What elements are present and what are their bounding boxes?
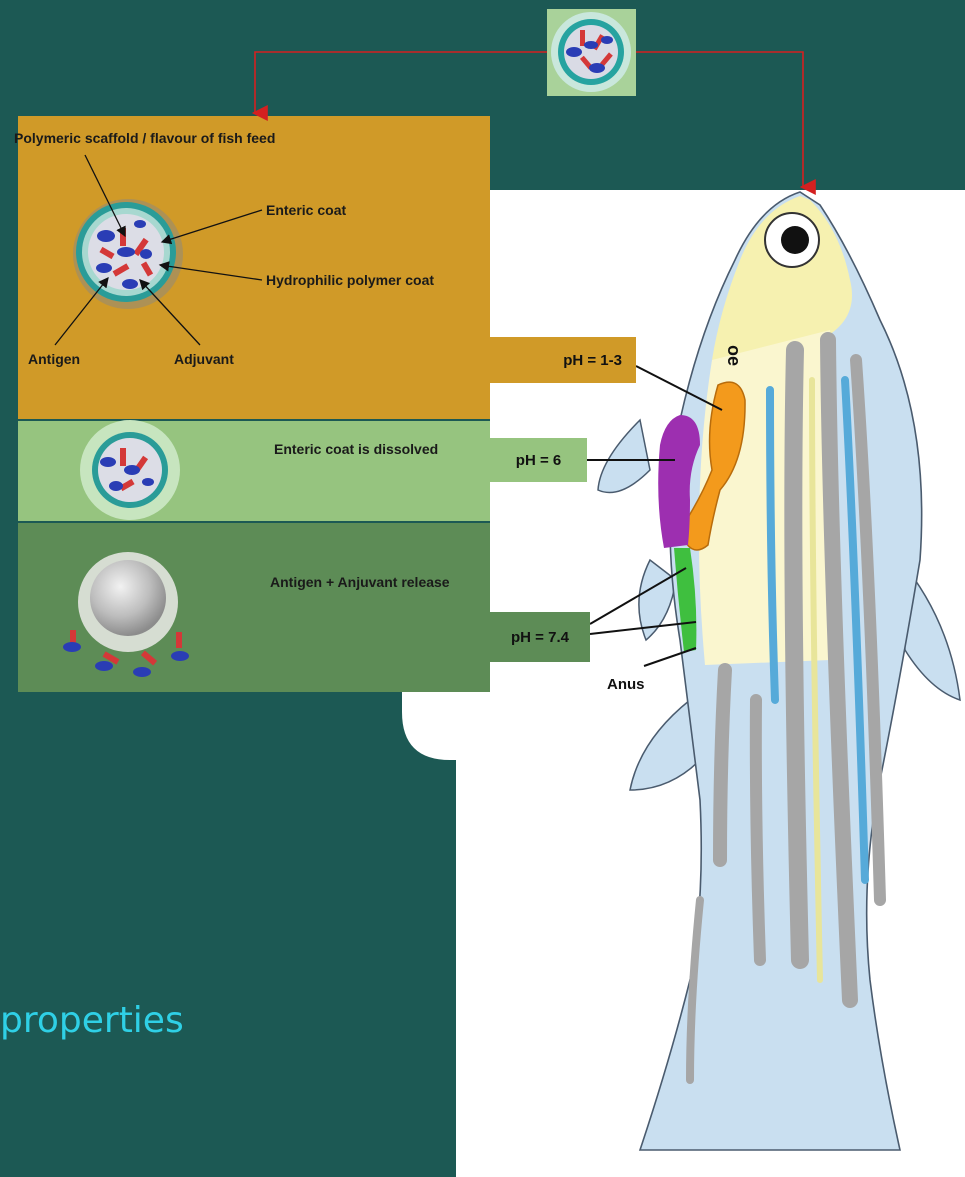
slide-subtitle-fragment: properties (0, 1000, 184, 1041)
anus-label: Anus (607, 676, 645, 693)
oe-label: oe (724, 345, 744, 366)
ph-distal-box: pH = 7.4 (490, 612, 590, 662)
label-antigen: Antigen (28, 351, 80, 367)
label-enteric-dissolved: Enteric coat is dissolved (274, 441, 438, 457)
label-enteric-coat: Enteric coat (266, 202, 346, 218)
ph-intestine-box: pH = 6 (490, 438, 587, 482)
label-hydrophilic-coat: Hydrophilic polymer coat (266, 272, 434, 288)
label-adjuvant: Adjuvant (174, 351, 234, 367)
label-release: Antigen + Anjuvant release (270, 574, 450, 590)
label-scaffold: Polymeric scaffold / flavour of fish fee… (14, 130, 275, 146)
ph-stomach-box: pH = 1-3 (490, 337, 636, 383)
arrow-to-particle-diagram (255, 52, 547, 113)
top-particle-thumbnail (547, 9, 636, 96)
arrow-to-fish (636, 52, 803, 187)
released-particle (63, 552, 189, 677)
zebrafish-illustration: oe (587, 192, 960, 1150)
dissolved-coat-particle (80, 420, 180, 520)
intact-particle (73, 199, 183, 309)
